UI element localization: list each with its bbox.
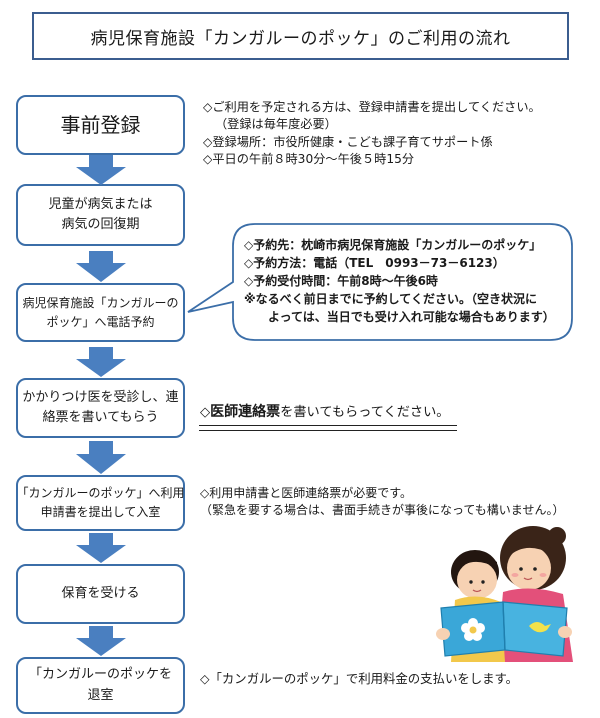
step-label: 「カンガルーのポッケ」へ利用: [16, 486, 185, 501]
step-receive-care: 保育を受ける: [16, 564, 185, 624]
down-arrow-icon: [76, 441, 126, 474]
note-doctor: ◇医師連絡票を書いてもらってください。: [200, 403, 449, 423]
step-label: 絡票を書いてもらう: [42, 410, 159, 425]
note-reservation: ◇予約先：枕崎市病児保育施設「カンガルーのポッケ」 ◇予約方法：電話（TEL 0…: [244, 236, 555, 326]
step-label: ポッケ」へ電話予約: [46, 314, 155, 329]
note-line: ◇ご利用を予定される方は、登録申請書を提出してください。: [203, 100, 541, 114]
step-label: 退室: [87, 687, 114, 703]
note-line: ※なるべく前日までに予約してください。（空き状況に: [244, 292, 537, 306]
step-label: 病児保育施設「カンガルーの: [22, 295, 179, 310]
note-prefix: ◇: [200, 405, 211, 420]
step-pre-registration: 事前登録: [16, 95, 185, 155]
step-label: 事前登録: [60, 112, 141, 137]
page-title: 病児保育施設「カンガルーのポッケ」のご利用の流れ: [32, 12, 569, 60]
note-text: を書いてもらってください。: [280, 405, 450, 420]
note-exit: ◇「カンガルーのポッケ」で利用料金の支払いをします。: [200, 670, 518, 688]
note-line: ◇登録場所：市役所健康・こども課子育てサポート係: [203, 134, 493, 149]
note-line: ◇平日の午前８時30分～午後５時15分: [203, 151, 415, 166]
note-line: （登録は毎年度必要）: [215, 117, 337, 132]
note-line: よっては、当日でも受け入れ可能な場合もあります）: [268, 310, 555, 324]
step-exit: 「カンガルーのポッケを 退室: [16, 657, 185, 714]
step-label: 児童が病気または: [48, 196, 153, 212]
step-phone-reservation: 病児保育施設「カンガルーの ポッケ」へ電話予約: [16, 283, 185, 342]
step-label: 「カンガルーのポッケを: [28, 667, 172, 683]
note-line: ◇「カンガルーのポッケ」で利用料金の支払いをします。: [200, 671, 519, 686]
step-label: 申請書を提出して入室: [40, 505, 161, 519]
down-arrow-icon: [76, 533, 126, 563]
note-admission: ◇利用申請書と医師連絡票が必要です。 （緊急を要する場合は、書面手続きが事後にな…: [200, 485, 564, 519]
step-doctor-visit: かかりつけ医を受診し、連 絡票を書いてもらう: [16, 378, 185, 438]
note-line: ◇予約先：枕崎市病児保育施設「カンガルーのポッケ」: [244, 238, 542, 252]
double-underline: [199, 425, 457, 431]
note-line: ◇利用申請書と医師連絡票が必要です。: [200, 486, 413, 500]
note-emphasis: 医師連絡票: [210, 404, 281, 420]
reading-illustration: [436, 526, 573, 662]
note-line: （緊急を要する場合は、書面手続きが事後になっても構いません。）: [200, 503, 565, 518]
step-submit-application: 「カンガルーのポッケ」へ利用 申請書を提出して入室: [16, 475, 185, 531]
note-line: ◇予約受付時間：午前8時～午後6時: [244, 274, 438, 288]
down-arrow-icon: [76, 626, 126, 656]
step-label: 病気の回復期: [61, 217, 140, 232]
down-arrow-icon: [76, 251, 126, 282]
down-arrow-icon: [76, 347, 126, 377]
note-registration: ◇ご利用を予定される方は、登録申請書を提出してください。 （登録は毎年度必要） …: [203, 99, 541, 168]
note-line: ◇予約方法：電話（TEL 0993－73－6123）: [244, 256, 505, 270]
down-arrow-icon: [76, 155, 126, 185]
step-label: かかりつけ医を受診し、連: [22, 389, 179, 405]
step-label: 保育を受ける: [61, 585, 140, 601]
step-child-illness: 児童が病気または 病気の回復期: [16, 184, 185, 246]
